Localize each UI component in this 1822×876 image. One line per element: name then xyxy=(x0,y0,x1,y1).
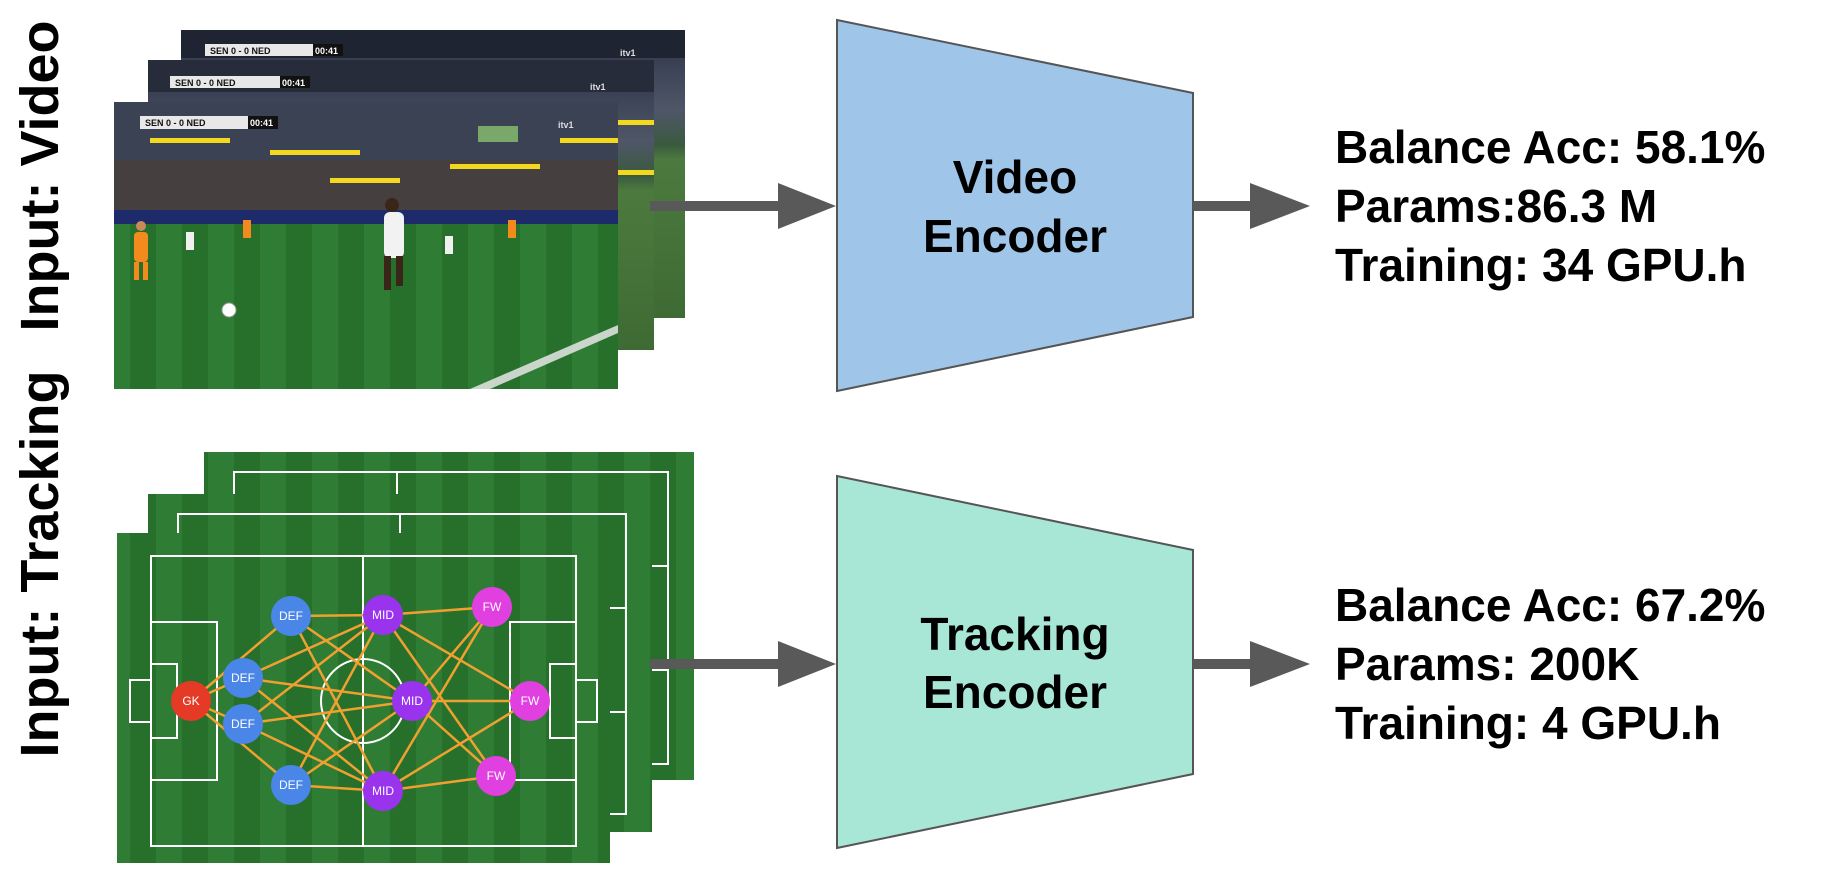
player-graph-nodes: GK DEF DEF DEF DEF MID xyxy=(171,587,550,811)
scoreboard-clock-middle: 00:41 xyxy=(282,78,305,88)
video-params: Params:86.3 M xyxy=(1335,180,1657,232)
def-node: DEF xyxy=(271,596,311,636)
ball-icon xyxy=(221,302,237,318)
gk-node: GK xyxy=(171,681,211,721)
scoreboard-teams-middle: SEN 0 - 0 NED xyxy=(175,78,236,88)
graph-edge xyxy=(382,699,531,793)
scoreboard-clock-front: 00:41 xyxy=(250,118,273,128)
video-encoder: Video Encoder xyxy=(836,18,1194,393)
fw-node: FW xyxy=(476,756,516,796)
mid-node: MID xyxy=(363,771,403,811)
graph-edge xyxy=(242,614,384,725)
video-encoder-label-line2: Encoder xyxy=(923,210,1107,262)
graph-edge xyxy=(381,606,494,792)
fw-node: FW xyxy=(472,587,512,627)
video-training-cost: Training: 34 GPU.h xyxy=(1335,239,1747,291)
graph-edge xyxy=(242,613,384,680)
def-node-label: DEF xyxy=(279,778,303,792)
def-node-label: DEF xyxy=(231,717,255,731)
video-metrics: Balance Acc: 58.1% Params:86.3 M Trainin… xyxy=(1335,121,1765,291)
mid-node-label: MID xyxy=(372,608,394,622)
graph-edge xyxy=(289,615,385,792)
def-node: DEF xyxy=(271,765,311,805)
graph-edge xyxy=(242,722,384,793)
player-figure xyxy=(186,220,516,254)
fw-node-label: FW xyxy=(521,694,540,708)
graph-edge xyxy=(290,614,413,703)
fw-node-label: FW xyxy=(483,600,502,614)
video-balance-acc: Balance Acc: 58.1% xyxy=(1335,121,1765,173)
player-figure xyxy=(384,198,404,290)
tracking-frame-stack: GK DEF DEF DEF DEF MID xyxy=(117,452,694,863)
tracking-input-label: Input: Tracking xyxy=(10,370,70,757)
tracking-output-arrow xyxy=(1193,641,1310,687)
video-frame-front: SEN 0 - 0 NED 00:41 itv1 xyxy=(114,102,618,389)
gk-node-label: GK xyxy=(182,694,199,708)
itv-watermark-middle: itv1 xyxy=(590,82,606,92)
graph-edge xyxy=(242,677,384,792)
def-node-label: DEF xyxy=(231,671,255,685)
tracking-input-arrow xyxy=(650,641,836,687)
mid-node: MID xyxy=(363,595,403,635)
itv-watermark-front: itv1 xyxy=(558,120,574,130)
itv-watermark-back: itv1 xyxy=(620,48,636,58)
fw-node-label: FW xyxy=(487,769,506,783)
video-frame-stack: SEN 0 - 0 NED 00:41 itv1 SEN 0 - 0 NED 0… xyxy=(114,30,685,389)
graph-edge xyxy=(290,699,413,787)
player-figure xyxy=(134,221,148,280)
graph-edge xyxy=(382,613,531,703)
graph-edge xyxy=(242,699,413,726)
tracking-training-cost: Training: 4 GPU.h xyxy=(1335,697,1721,749)
graph-edge xyxy=(242,676,413,703)
mid-node-label: MID xyxy=(372,784,394,798)
video-encoder-label-line1: Video xyxy=(953,151,1077,203)
scoreboard-clock-back: 00:41 xyxy=(315,46,338,56)
tracking-encoder-label-line2: Encoder xyxy=(923,666,1107,718)
video-output-arrow xyxy=(1193,183,1310,229)
def-node: DEF xyxy=(223,658,263,698)
def-node-label: DEF xyxy=(279,609,303,623)
tracking-encoder-label-line1: Tracking xyxy=(920,608,1109,660)
video-input-arrow xyxy=(650,183,836,229)
mid-node-label: MID xyxy=(401,694,423,708)
tracking-params: Params: 200K xyxy=(1335,638,1639,690)
mid-node: MID xyxy=(392,681,432,721)
tracking-balance-acc: Balance Acc: 67.2% xyxy=(1335,579,1765,631)
def-node: DEF xyxy=(223,704,263,744)
video-input-label: Input: Video xyxy=(10,21,70,332)
graph-edge xyxy=(289,614,385,786)
tracking-encoder: Tracking Encoder xyxy=(836,474,1194,850)
fw-node: FW xyxy=(510,681,550,721)
tracking-metrics: Balance Acc: 67.2% Params: 200K Training… xyxy=(1335,579,1765,749)
scoreboard-teams-front: SEN 0 - 0 NED xyxy=(145,118,206,128)
graph-edge xyxy=(411,606,493,702)
scoreboard-teams-back: SEN 0 - 0 NED xyxy=(210,46,271,56)
